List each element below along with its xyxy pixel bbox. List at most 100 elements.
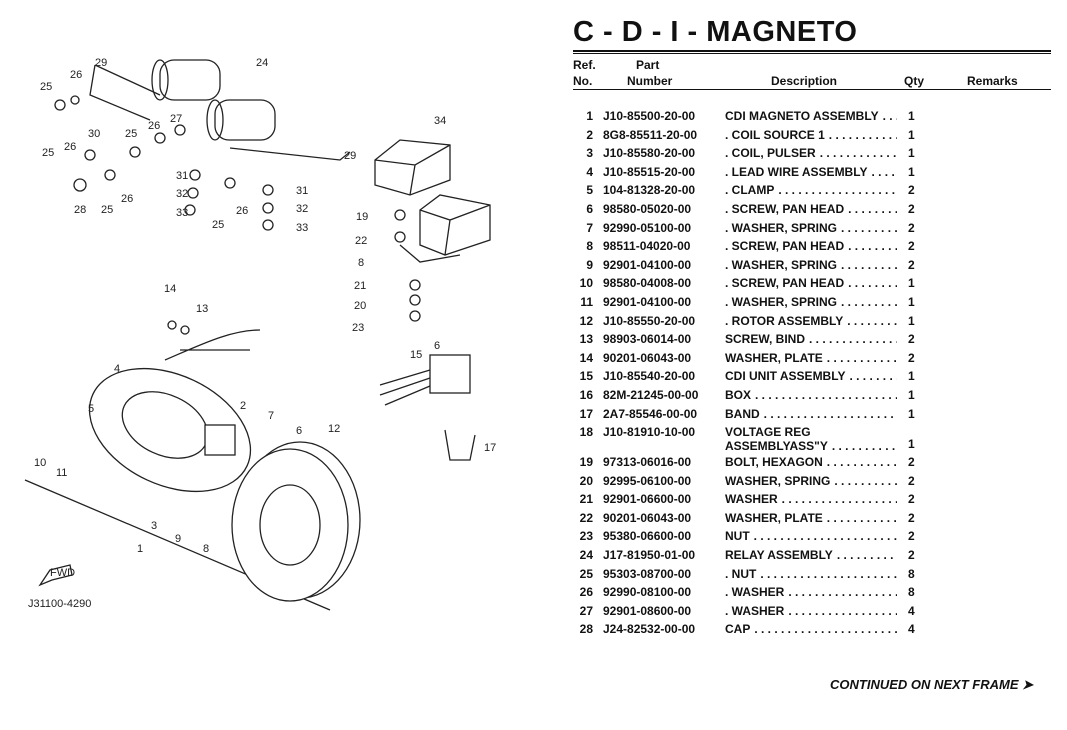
dot-leader (823, 351, 897, 365)
table-row: 14 90201-06043-00 WASHER, PLATE 2 (573, 351, 1053, 370)
table-row: 9 92901-04100-00 . WASHER, SPRING 2 (573, 258, 1053, 277)
description: CDI UNIT ASSEMBLY (725, 369, 846, 384)
ref-number: 26 (579, 585, 593, 600)
part-number: 92901-06600-00 (603, 492, 692, 507)
part-number: 8G8-85511-20-00 (603, 127, 698, 142)
table-row: 19 97313-06016-00 BOLT, HEXAGON 2 (573, 455, 1053, 474)
description-cell: . WASHER, SPRING (725, 221, 897, 235)
table-row: 11 92901-04100-00 . WASHER, SPRING 1 (573, 295, 1053, 314)
table-row: 26 92990-08100-00 . WASHER 8 (573, 585, 1053, 604)
table-row: 3 J10-85580-20-00 . COIL, PULSER 1 (573, 146, 1053, 165)
table-row: 21 92901-06600-00 WASHER 2 (573, 492, 1053, 511)
dot-leader (823, 511, 897, 525)
dot-leader (750, 622, 897, 636)
rotor-illustration (231, 441, 361, 602)
description: WASHER, SPRING (725, 473, 831, 488)
callout-label: 5 (88, 403, 94, 415)
quantity: 2 (908, 492, 915, 507)
quantity: 8 (908, 566, 915, 581)
dot-leader (843, 314, 897, 328)
description-cell: . WASHER, SPRING (725, 295, 897, 309)
cdi-unit-illustration (379, 354, 476, 461)
description: . SCREW, PAN HEAD (725, 239, 845, 254)
description-cell: WASHER, PLATE (725, 351, 897, 365)
voltage-regulator-illustration (374, 139, 491, 263)
quantity: 1 (908, 127, 915, 142)
description: . WASHER (725, 603, 785, 618)
description: SCREW, BIND (725, 332, 806, 347)
description: . NUT (725, 566, 757, 581)
dot-leader (805, 332, 897, 346)
callout-label: 20 (354, 300, 366, 312)
part-number: 92901-08600-00 (603, 603, 692, 618)
callout-label: 11 (56, 467, 67, 479)
quantity: 1 (908, 406, 915, 421)
part-number: J10-85540-20-00 (603, 369, 696, 384)
callout-label: 9 (175, 533, 181, 545)
callout-label: 27 (170, 113, 182, 125)
description-cell: . COIL, PULSER (725, 146, 897, 160)
ref-number: 1 (586, 109, 593, 123)
part-number: 90201-06043-00 (603, 510, 692, 525)
callout-label: 13 (196, 303, 208, 315)
table-row: 17 2A7-85546-00-00 BAND 1 (573, 407, 1053, 426)
quantity: 2 (908, 239, 915, 254)
quantity: 2 (908, 529, 915, 544)
table-row: 18 J10-81910-10-00 VOLTAGE REG ASSEMBLYA… (573, 425, 1053, 455)
header-rule (573, 89, 1051, 90)
ref-number: 27 (579, 603, 593, 618)
part-number: 95380-06600-00 (603, 529, 692, 544)
title-rule (573, 50, 1051, 54)
description: . COIL, PULSER (725, 146, 816, 161)
callout-label: 25 (40, 81, 52, 93)
parts-table: 1 J10-85500-20-00 CDI MAGNETO ASSEMBLY 1… (573, 109, 1053, 641)
table-row: 10 98580-04008-00 . SCREW, PAN HEAD 1 (573, 276, 1053, 295)
part-number: 90201-06043-00 (603, 350, 692, 365)
description-line-2: ASSEMBLYASS"Y (725, 439, 828, 454)
dot-leader (750, 529, 897, 543)
description-cell: BOLT, HEXAGON (725, 455, 897, 469)
table-row: 16 82M-21245-00-00 BOX 1 (573, 388, 1053, 407)
table-row: 12 J10-85550-20-00 . ROTOR ASSEMBLY 1 (573, 314, 1053, 333)
header-part-1: Part (636, 58, 660, 72)
description-cell: CAP (725, 622, 897, 636)
part-number: J10-85550-20-00 (603, 313, 696, 328)
callout-label: 33 (176, 207, 188, 219)
description: . CLAMP (725, 183, 775, 198)
quantity: 2 (908, 548, 915, 563)
quantity: 2 (908, 332, 915, 347)
description: . WASHER, SPRING (725, 220, 838, 235)
description-cell: CDI UNIT ASSEMBLY (725, 369, 897, 383)
callout-label: 25 (212, 219, 224, 231)
table-row: 24 J17-81950-01-00 RELAY ASSEMBLY 2 (573, 548, 1053, 567)
ref-number: 5 (586, 183, 593, 198)
dot-leader (845, 369, 897, 383)
description: CDI MAGNETO ASSEMBLY (725, 109, 879, 123)
description: WASHER (725, 492, 778, 507)
description: BOX (725, 387, 752, 402)
ref-number: 18 (579, 425, 593, 440)
ref-number: 6 (586, 201, 593, 216)
callout-label: 6 (434, 340, 440, 352)
callout-label: 33 (296, 222, 308, 234)
relay-assembly-illustration (89, 59, 351, 161)
continued-next-frame-link[interactable]: CONTINUED ON NEXT FRAME ➤ (830, 677, 1034, 692)
part-number: 92995-06100-00 (603, 473, 692, 488)
description-cell: . COIL SOURCE 1 (725, 128, 897, 142)
dot-leader (844, 239, 897, 253)
diagram-code: J31100-4290 (28, 598, 91, 610)
part-number: 98580-04008-00 (603, 276, 692, 291)
callout-label: 31 (176, 170, 188, 182)
ref-number: 3 (586, 146, 593, 161)
callout-label: 26 (64, 141, 76, 153)
ref-number: 28 (579, 622, 593, 637)
part-number: 92990-08100-00 (603, 585, 692, 600)
table-row: 4 J10-85515-20-00 . LEAD WIRE ASSEMBLY 1 (573, 165, 1053, 184)
description-cell: VOLTAGE REG ASSEMBLYASS"Y (725, 425, 897, 453)
callout-label: 4 (114, 363, 120, 375)
quantity: 1 (908, 146, 915, 161)
table-row: 28 J24-82532-00-00 CAP 4 (573, 622, 1053, 641)
dot-leader (837, 221, 897, 235)
dot-leader (816, 146, 897, 160)
ref-number: 7 (586, 220, 593, 235)
